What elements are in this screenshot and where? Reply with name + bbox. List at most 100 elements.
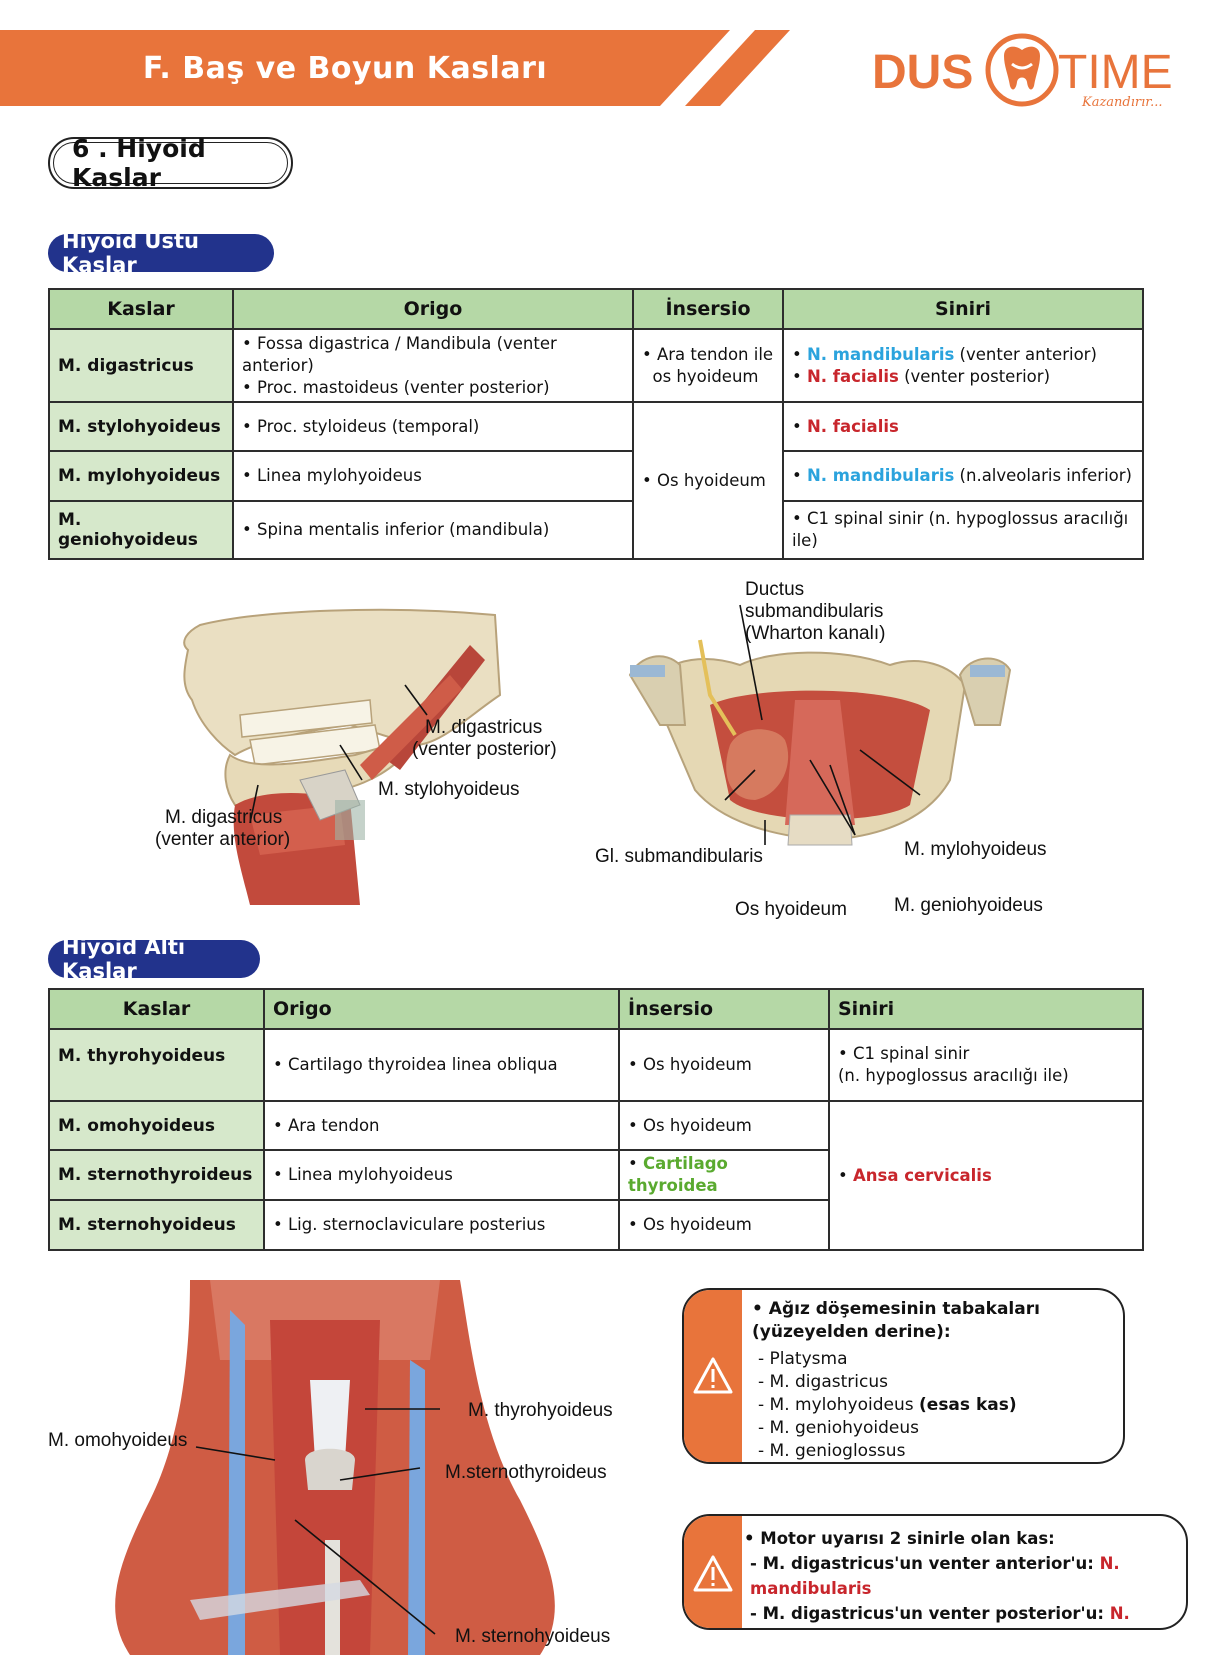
nerve-cell: • N. mandibularis (venter anterior) • N.… [782,328,1144,403]
lateral-head-illustration: M. digastricus (venter posterior) M. sty… [155,608,557,905]
section-title-frame: 6 . Hiyoid Kaslar [48,134,293,192]
origin-text: Proc. mastoideus (venter posterior) [256,377,550,397]
table-row: M. omohyoideus • Ara tendon • Os hyoideu… [48,1100,1144,1251]
list-item-text: - M. digastricus'un venter posterior'u: [750,1604,1110,1623]
nerve-name: N. mandibularis [806,344,955,364]
label-digastricus-posterior-sub: (venter posterior) [412,739,557,760]
origin-text: Proc. styloideus (temporal) [256,416,480,436]
list-item-text: - M. digastricus'un venter anterior'u: [750,1554,1100,1573]
column-header: Siniri [828,988,1144,1030]
label-ductus: Ductus [745,579,804,600]
nerve-detail: (n.alveolaris inferior) [954,466,1132,485]
label-digastricus-anterior: M. digastricus [165,807,282,828]
tooth-icon [985,33,1059,107]
label-ductus-sub2: (Wharton kanalı) [745,623,885,644]
origin-text: Linea mylohyoideus [256,466,422,485]
table-row: M. sternothyroideus • Linea mylohyoideus… [48,1149,1143,1201]
note-dual-innervation: • Motor uyarısı 2 sinirle olan kas: - M.… [682,1514,1188,1630]
insertion-text: Os hyoideum [642,1215,752,1234]
origin-cell: • Spina mentalis inferior (mandibula) [232,500,634,560]
label-mylohyoideus: M. mylohyoideus [904,839,1047,860]
insertion-text: Cartilago thyroidea [628,1154,728,1195]
label-stylohyoideus: M. stylohyoideus [378,779,520,800]
table-row: M. sternohyoideus • Lig. sternoclavicula… [48,1199,1143,1251]
muscle-cell: M. sternohyoideus [48,1199,265,1251]
origin-cell: • Proc. styloideus (temporal) [232,401,634,452]
insertion-cell: • Os hyoideum [632,401,784,560]
label-os-hyoideum: Os hyoideum [735,899,847,920]
suprahyoid-heading: Hiyoid Üstü Kaslar [48,229,274,277]
origin-cell: • Lig. sternoclaviculare posterius [263,1199,620,1251]
list-item: - M. genioglossus [758,1441,906,1461]
nerve-cell: • Ansa cervicalis [828,1100,1144,1251]
origin-text: Cartilago thyroidea linea obliqua [287,1055,558,1074]
label-digastricus-anterior-sub: (venter anterior) [155,829,290,850]
origin-cell: • Cartilago thyroidea linea obliqua [263,1028,620,1102]
origin-text: Ara tendon [287,1115,380,1135]
infrahyoid-heading: Hiyoid Altı Kaslar [48,935,260,983]
table-row: M. geniohyoideus • Spina mentalis inferi… [48,500,1144,560]
insertion-text: Os hyoideum [642,1055,752,1074]
insertion-cell: • Os hyoideum [618,1028,830,1102]
origin-cell: • Linea mylohyoideus [263,1149,620,1201]
anterior-neck-illustration: M. thyrohyoideus M. omohyoideus M.sterno… [48,1280,613,1655]
insertion-text: Os hyoideum [656,470,766,490]
list-item: - M. mylohyoideus (esas kas) [758,1394,1113,1417]
nerve-name: N. mandibularis [750,1554,1120,1598]
list-item-emphasis: (esas kas) [919,1395,1017,1415]
page-header-title: F. Baş ve Boyun Kasları [142,50,548,86]
label-sternohyoideus: M. sternohyoideus [455,1626,610,1647]
column-header: Kaslar [48,988,265,1030]
muscle-cell: M. digastricus [48,328,234,403]
label-geniohyoideus: M. geniohyoideus [894,895,1043,916]
list-item: - Platysma [758,1349,848,1369]
warning-icon [693,1357,733,1394]
nerve-cell: • N. mandibularis (n.alveolaris inferior… [782,450,1144,502]
muscle-cell: M. thyrohyoideus [48,1028,265,1102]
nerve-name: N. facialis [1109,1604,1130,1623]
nerve-detail: (venter posterior) [898,366,1051,386]
label-thyrohyoideus: M. thyrohyoideus [468,1400,613,1421]
muscle-cell: M. mylohyoideus [48,450,234,502]
floor-of-mouth-illustration: Ductus submandibularis (Wharton kanalı) … [595,579,1047,920]
origin-text: Lig. sternoclaviculare posterius [287,1215,546,1234]
list-item: - M. digastricus'un venter anterior'u: N… [744,1551,1176,1601]
origin-text: Fossa digastrica / Mandibula (venter ant… [242,333,557,375]
nerve-detail: (n. hypoglossus aracılığı ile) [838,1066,1069,1085]
dustime-logo: DUS TIME Kazandırır... [872,33,1172,110]
column-header: İnsersio [618,988,830,1030]
table-row: M. thyrohyoideus • Cartilago thyroidea l… [48,1028,1144,1102]
logo-tagline: Kazandırır... [1081,95,1162,110]
table-header-row: Kaslar Origo İnsersio Siniri [48,988,1144,1030]
nerve-detail: C1 spinal sinir (n. hypoglossus aracılığ… [792,509,1129,550]
nerve-detail: C1 spinal sinir [852,1044,970,1063]
origin-cell: • Linea mylohyoideus [232,450,634,502]
note-body: • Motor uyarısı 2 sinirle olan kas: - M.… [744,1526,1176,1628]
label-gl-submandibularis: Gl. submandibularis [595,846,763,867]
nerve-name: N. mandibularis [806,466,955,485]
insertion-cell: • Cartilago thyroidea [618,1149,830,1201]
header-band [0,30,790,106]
origin-cell: • Fossa digastrica / Mandibula (venter a… [232,328,634,403]
list-item-text: - M. mylohyoideus [758,1395,920,1415]
label-ductus-sub: submandibularis [745,601,883,622]
insertion-cell: • Os hyoideum [618,1100,830,1151]
nerve-cell: • C1 spinal sinir (n. hypoglossus aracıl… [828,1028,1144,1102]
column-header: Siniri [782,288,1144,330]
muscle-cell: M. omohyoideus [48,1100,265,1151]
suprahyoid-table: Kaslar Origo İnsersio Siniri M. digastri… [48,288,1144,560]
origin-text: Linea mylohyoideus [287,1165,453,1184]
nerve-name: N. facialis [806,366,899,386]
insertion-text: Os hyoideum [642,1115,752,1135]
column-header: Kaslar [48,288,234,330]
table-row: M. mylohyoideus • Linea mylohyoideus • N… [48,450,1144,502]
note-title: Motor uyarısı 2 sinirle olan kas: [760,1529,1055,1548]
list-item: - M. geniohyoideus [758,1418,920,1438]
muscle-cell: M. geniohyoideus [48,500,234,560]
label-sternothyroideus: M.sternothyroideus [445,1462,607,1483]
label-digastricus-posterior: M. digastricus [425,717,542,738]
muscle-cell: M. stylohyoideus [48,401,234,452]
muscle-cell: M. sternothyroideus [48,1149,265,1201]
logo-time-text: TIME [1058,46,1172,99]
insertion-cell: • Os hyoideum [618,1199,830,1251]
